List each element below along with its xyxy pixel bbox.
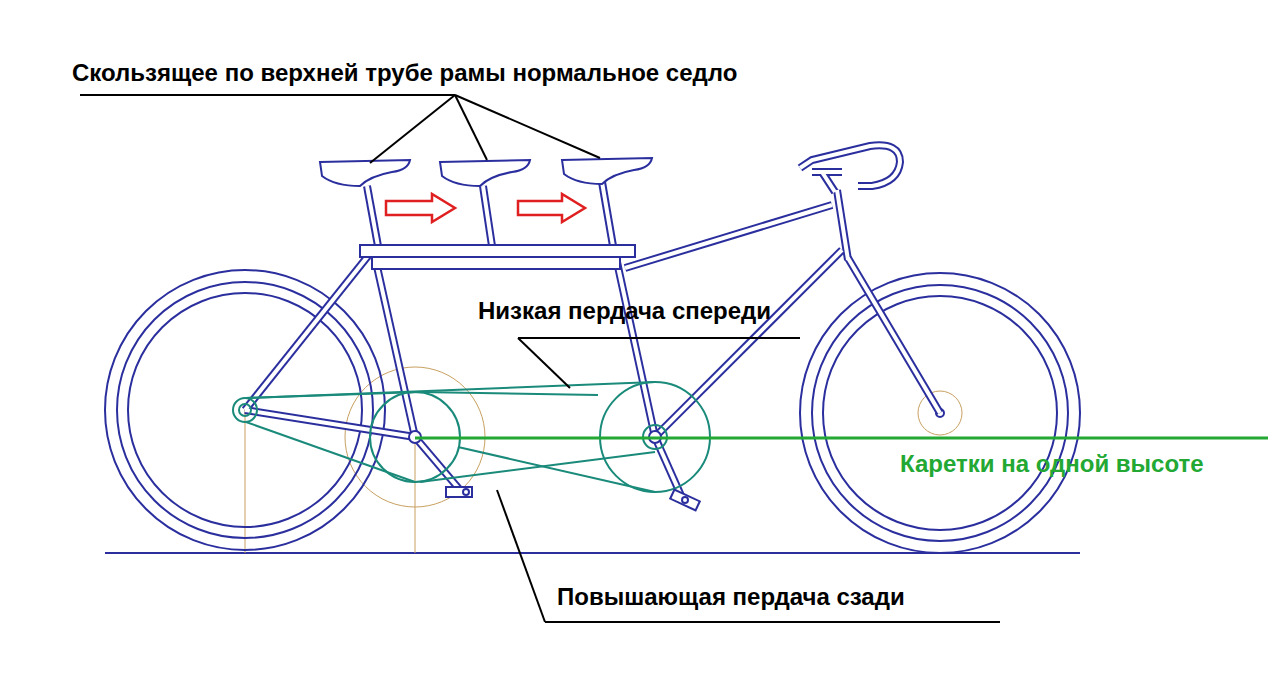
frame-tubes-inner bbox=[245, 172, 940, 500]
seat-rail bbox=[360, 245, 635, 269]
leader-lines bbox=[80, 95, 1000, 622]
callout-label: Скользящее по верхней трубе рамы нормаль… bbox=[72, 58, 737, 88]
handlebar bbox=[800, 145, 900, 186]
note-label: Каретки на одной высоте bbox=[900, 449, 1204, 479]
frame-tubes bbox=[245, 172, 940, 500]
wheels bbox=[105, 270, 1080, 553]
level-line bbox=[415, 437, 1268, 440]
handlebar-inner bbox=[800, 145, 900, 186]
callout-label: Повышающая пердача сзади bbox=[557, 582, 905, 612]
pedals bbox=[409, 431, 700, 510]
slide-arrows bbox=[386, 194, 585, 222]
callout-label: Низкая пердача спереди bbox=[478, 296, 771, 326]
